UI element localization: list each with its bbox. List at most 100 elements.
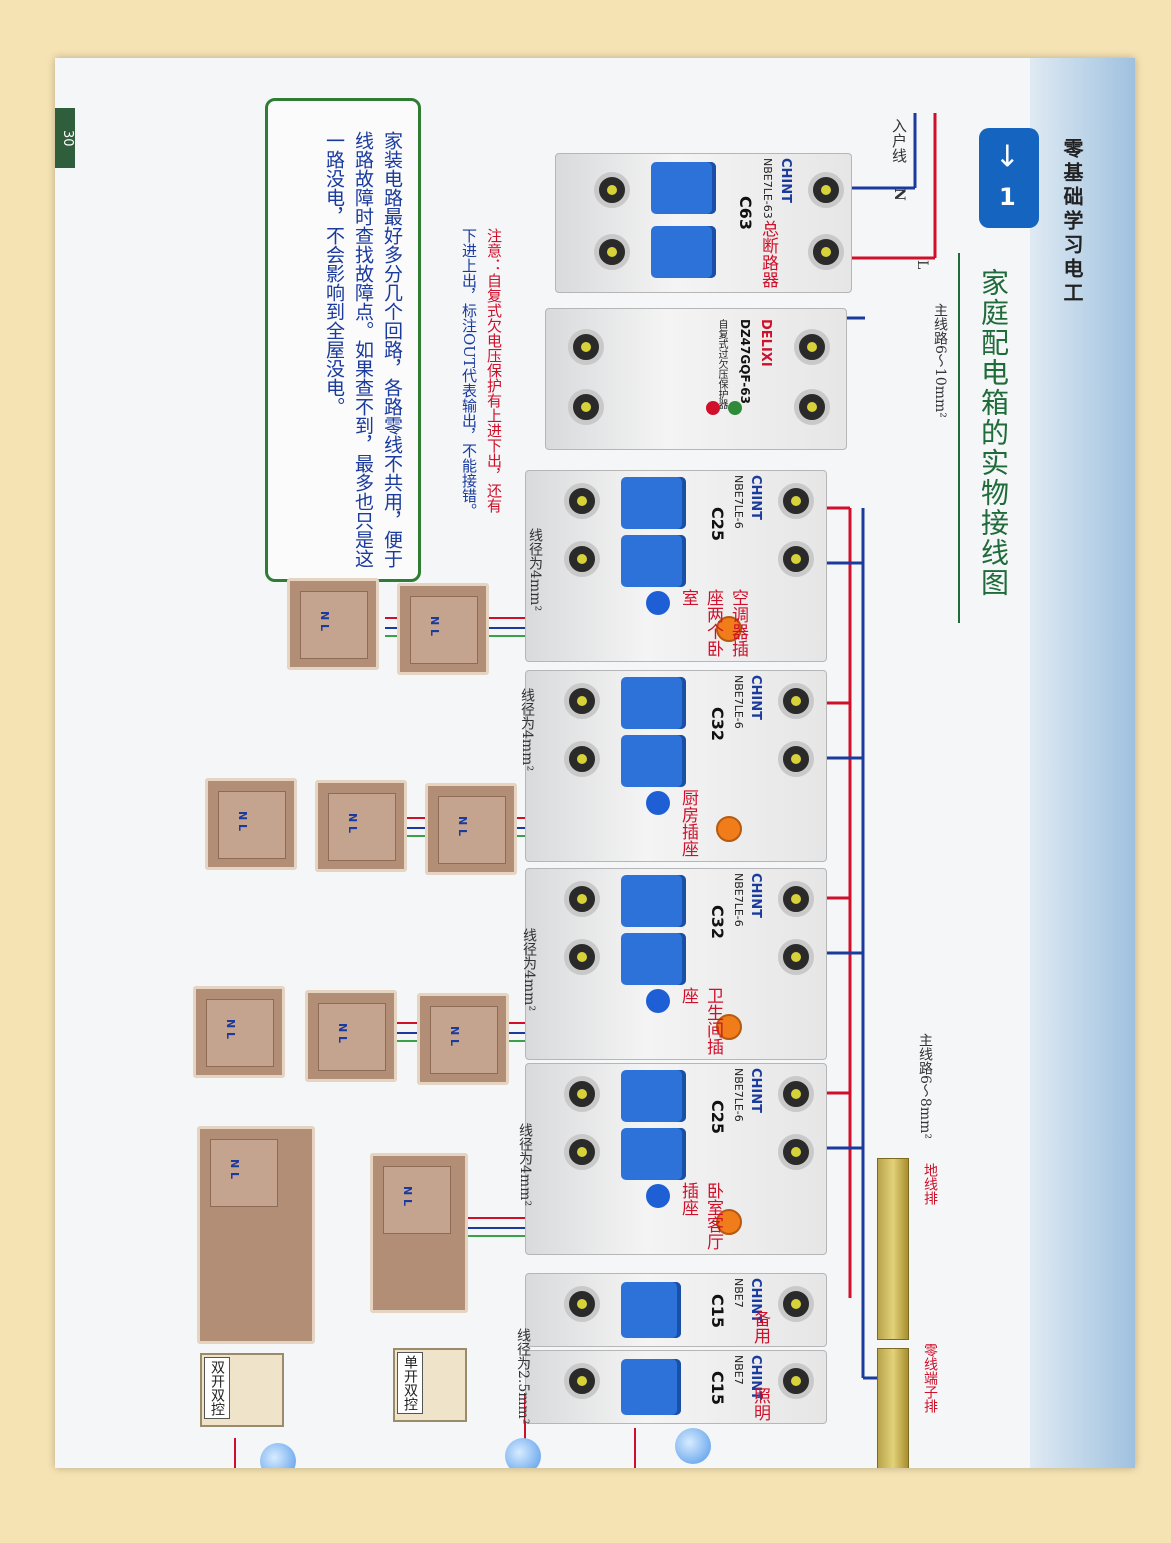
- circuit-model: NBE7LE-6: [732, 873, 745, 927]
- circuit-model: NBE7LE-6: [732, 1068, 745, 1122]
- breaker-lever[interactable]: [621, 1282, 681, 1338]
- test-button[interactable]: [716, 816, 742, 842]
- indicator-icon: [646, 591, 670, 615]
- circuit-brand: CHINT: [748, 1068, 763, 1114]
- terminal: [568, 329, 604, 365]
- terminal: [778, 683, 814, 719]
- circuit-model: NBE7: [732, 1278, 745, 1308]
- neutral-label: N: [891, 188, 907, 201]
- wire-gauge-label-5: 线径为2.5mm²: [515, 1328, 531, 1425]
- breaker-lever[interactable]: [621, 477, 686, 529]
- terminal: [778, 541, 814, 577]
- indicator-icon: [646, 989, 670, 1013]
- protector-brand: DELIXI: [758, 319, 773, 367]
- section-number: 1: [999, 183, 1016, 211]
- note-line-2-text: 下进上出，标注OUT代表输出，不能接错。: [460, 228, 478, 518]
- terminal: [564, 1286, 600, 1322]
- terminal: [568, 389, 604, 425]
- terminal: [794, 389, 830, 425]
- test-button[interactable]: [716, 616, 742, 642]
- terminal: [564, 881, 600, 917]
- terminal: [564, 541, 600, 577]
- circuit-model: NBE7LE-6: [732, 475, 745, 529]
- terminal: [564, 483, 600, 519]
- bulb-icon: [505, 1438, 541, 1468]
- circuit-model: NBE7: [732, 1355, 745, 1385]
- circuit-name: 卫生间插座: [678, 987, 723, 1055]
- breaker-lever[interactable]: [621, 1070, 686, 1122]
- breaker-lever[interactable]: [651, 162, 716, 214]
- circuit-rating: C32: [708, 707, 727, 742]
- circuit-brand: CHINT: [748, 1355, 763, 1401]
- switch-single-label: 单开双控: [397, 1352, 423, 1414]
- book-series: 零基础学习电工: [1060, 138, 1084, 306]
- terminal: [564, 1363, 600, 1399]
- socket: [425, 783, 517, 875]
- neutral-bar-label: 零线端子排: [922, 1343, 938, 1413]
- page-number: 30: [55, 108, 75, 168]
- terminal: [778, 1134, 814, 1170]
- terminal: [808, 234, 844, 270]
- socket: [417, 993, 509, 1085]
- socket: [205, 778, 297, 870]
- terminal: [778, 939, 814, 975]
- socket-double: [370, 1153, 468, 1313]
- terminal: [778, 881, 814, 917]
- note-line-2: 下进上出，标注OUT代表输出，不能接错。: [459, 228, 480, 518]
- socket: [315, 780, 407, 872]
- breaker-lever[interactable]: [621, 1128, 686, 1180]
- switch-double-label: 双开双控: [204, 1357, 230, 1419]
- breaker-lever[interactable]: [621, 735, 686, 787]
- switch-double: 双开双控: [200, 1353, 284, 1427]
- terminal: [808, 172, 844, 208]
- terminal: [778, 1363, 814, 1399]
- terminal: [564, 1076, 600, 1112]
- main-wire-label-top: 主线路6～10mm²: [932, 303, 948, 418]
- circuit-brand: CHINT: [748, 873, 763, 919]
- page-title: 家庭配电箱的实物接线图: [977, 268, 1010, 598]
- socket: [397, 583, 489, 675]
- terminal: [564, 683, 600, 719]
- test-button[interactable]: [716, 1209, 742, 1235]
- breaker-lever[interactable]: [621, 875, 686, 927]
- circuit-brand: CHINT: [748, 1278, 763, 1324]
- breaker-lever[interactable]: [621, 933, 686, 985]
- circuit-name: 厨房插座: [678, 789, 698, 857]
- incoming-label: 入户线: [890, 118, 908, 163]
- socket: [193, 986, 285, 1078]
- circuit-rating: C25: [708, 507, 727, 542]
- socket: [305, 990, 397, 1082]
- terminal: [564, 1134, 600, 1170]
- live-label: L: [914, 260, 930, 270]
- main-breaker-name: 总断路器: [758, 220, 778, 288]
- terminal: [778, 1076, 814, 1112]
- breaker-lever[interactable]: [651, 226, 716, 278]
- terminal: [594, 172, 630, 208]
- indicator-icon: [646, 1184, 670, 1208]
- main-wire-label-mid: 主线路6～8mm²: [917, 1033, 933, 1139]
- breaker-lever[interactable]: [621, 535, 686, 587]
- voltage-protector: DELIXI DZ47GQF-63 自复式过欠压保护器: [545, 308, 847, 450]
- socket: [287, 578, 379, 670]
- circuit-rating: C32: [708, 905, 727, 940]
- earth-bar-label: 地线排: [922, 1163, 938, 1205]
- terminal: [794, 329, 830, 365]
- indicator-icon: [646, 791, 670, 815]
- circuit-rating: C15: [708, 1371, 727, 1406]
- circuit-rating: C25: [708, 1100, 727, 1135]
- breaker-lever[interactable]: [621, 677, 686, 729]
- test-button[interactable]: [716, 1014, 742, 1040]
- main-breaker-rating: C63: [736, 196, 755, 231]
- breaker-lever[interactable]: [621, 1359, 681, 1415]
- protector-model: DZ47GQF-63: [738, 319, 752, 404]
- circuit-model: NBE7LE-6: [732, 675, 745, 729]
- terminal: [564, 939, 600, 975]
- bulb-icon: [675, 1428, 711, 1464]
- note-line-1: 注意：自复式欠电压保护有上进下出，还有: [485, 228, 503, 513]
- terminal: [778, 741, 814, 777]
- wire-gauge-label-3: 线径为4mm²: [521, 928, 537, 1012]
